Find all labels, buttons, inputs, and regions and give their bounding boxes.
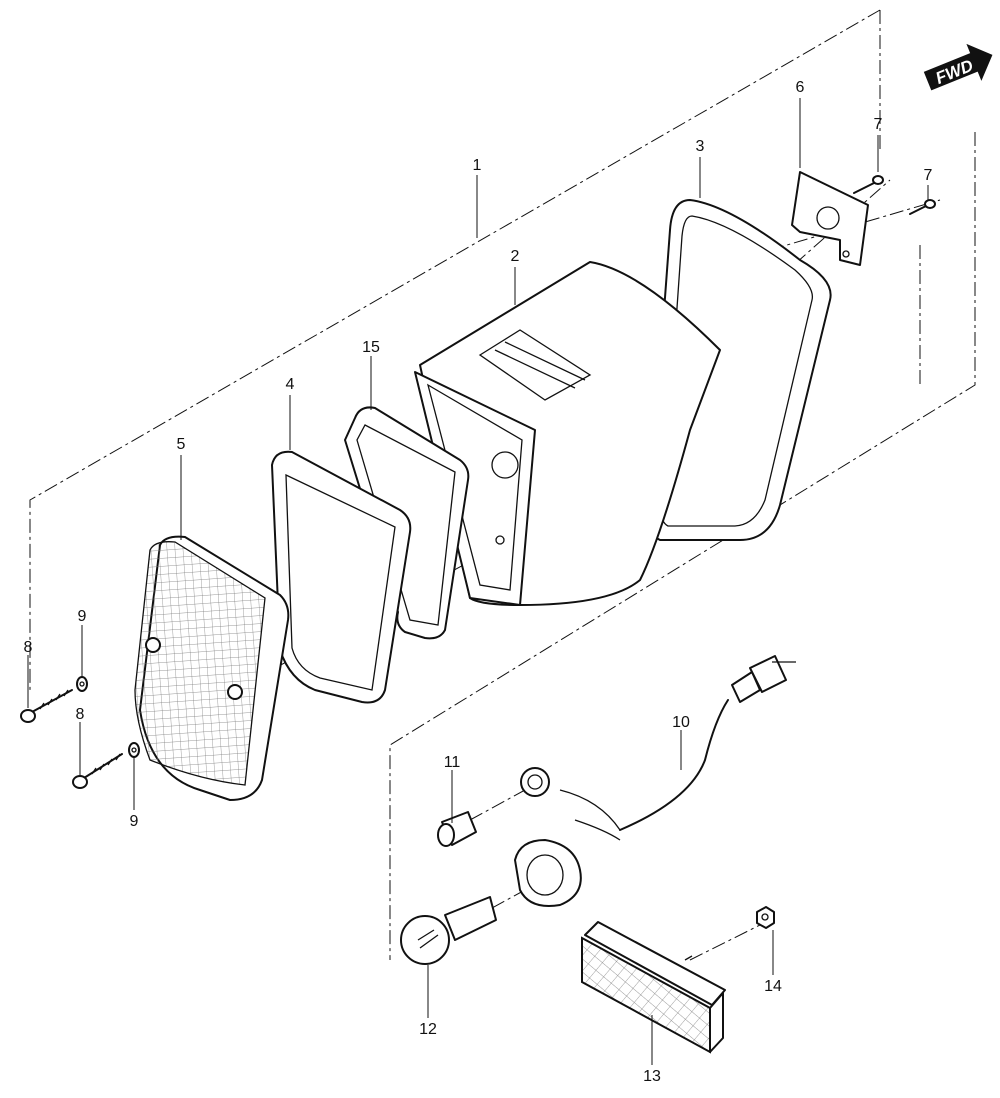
callout-7-lower: 7 [924, 167, 933, 184]
leader-lines [27, 98, 929, 1065]
hex-nut [756, 906, 775, 929]
fwd-direction-arrow: FWD [923, 43, 993, 91]
screw-upper [853, 175, 884, 194]
callout-9-upper: 9 [78, 608, 87, 625]
callout-14: 14 [764, 978, 782, 995]
callout-10: 10 [672, 714, 690, 731]
lens-screw-upper [20, 689, 73, 723]
lens-screw-lower [72, 753, 123, 789]
wedge-bulb [437, 811, 477, 847]
callout-15: 15 [362, 339, 380, 356]
lens-gasket [271, 450, 412, 704]
callout-9-lower: 9 [130, 813, 139, 830]
lamp-lens [134, 535, 290, 801]
callout-8-upper: 8 [24, 639, 33, 656]
screw-lower [909, 199, 936, 215]
callout-11: 11 [444, 754, 461, 771]
callout-12: 12 [419, 1021, 437, 1038]
washer-lower [128, 742, 140, 758]
bracket-plate [791, 171, 869, 266]
rear-gasket [645, 199, 832, 541]
washer-upper [76, 676, 88, 692]
callout-8-lower: 8 [76, 706, 85, 723]
callout-7-upper: 7 [874, 116, 883, 133]
stop-tail-bulb [400, 896, 497, 965]
wiring-harness [514, 655, 796, 907]
callout-2: 2 [511, 248, 520, 265]
callout-4: 4 [286, 376, 295, 393]
callout-3: 3 [696, 138, 705, 155]
callout-1: 1 [473, 157, 482, 174]
lamp-housing [414, 261, 721, 606]
fwd-label: FWD [933, 56, 976, 88]
reflector [581, 921, 726, 1054]
callout-5: 5 [177, 436, 186, 453]
callout-13: 13 [643, 1068, 661, 1085]
callout-6: 6 [796, 79, 805, 96]
